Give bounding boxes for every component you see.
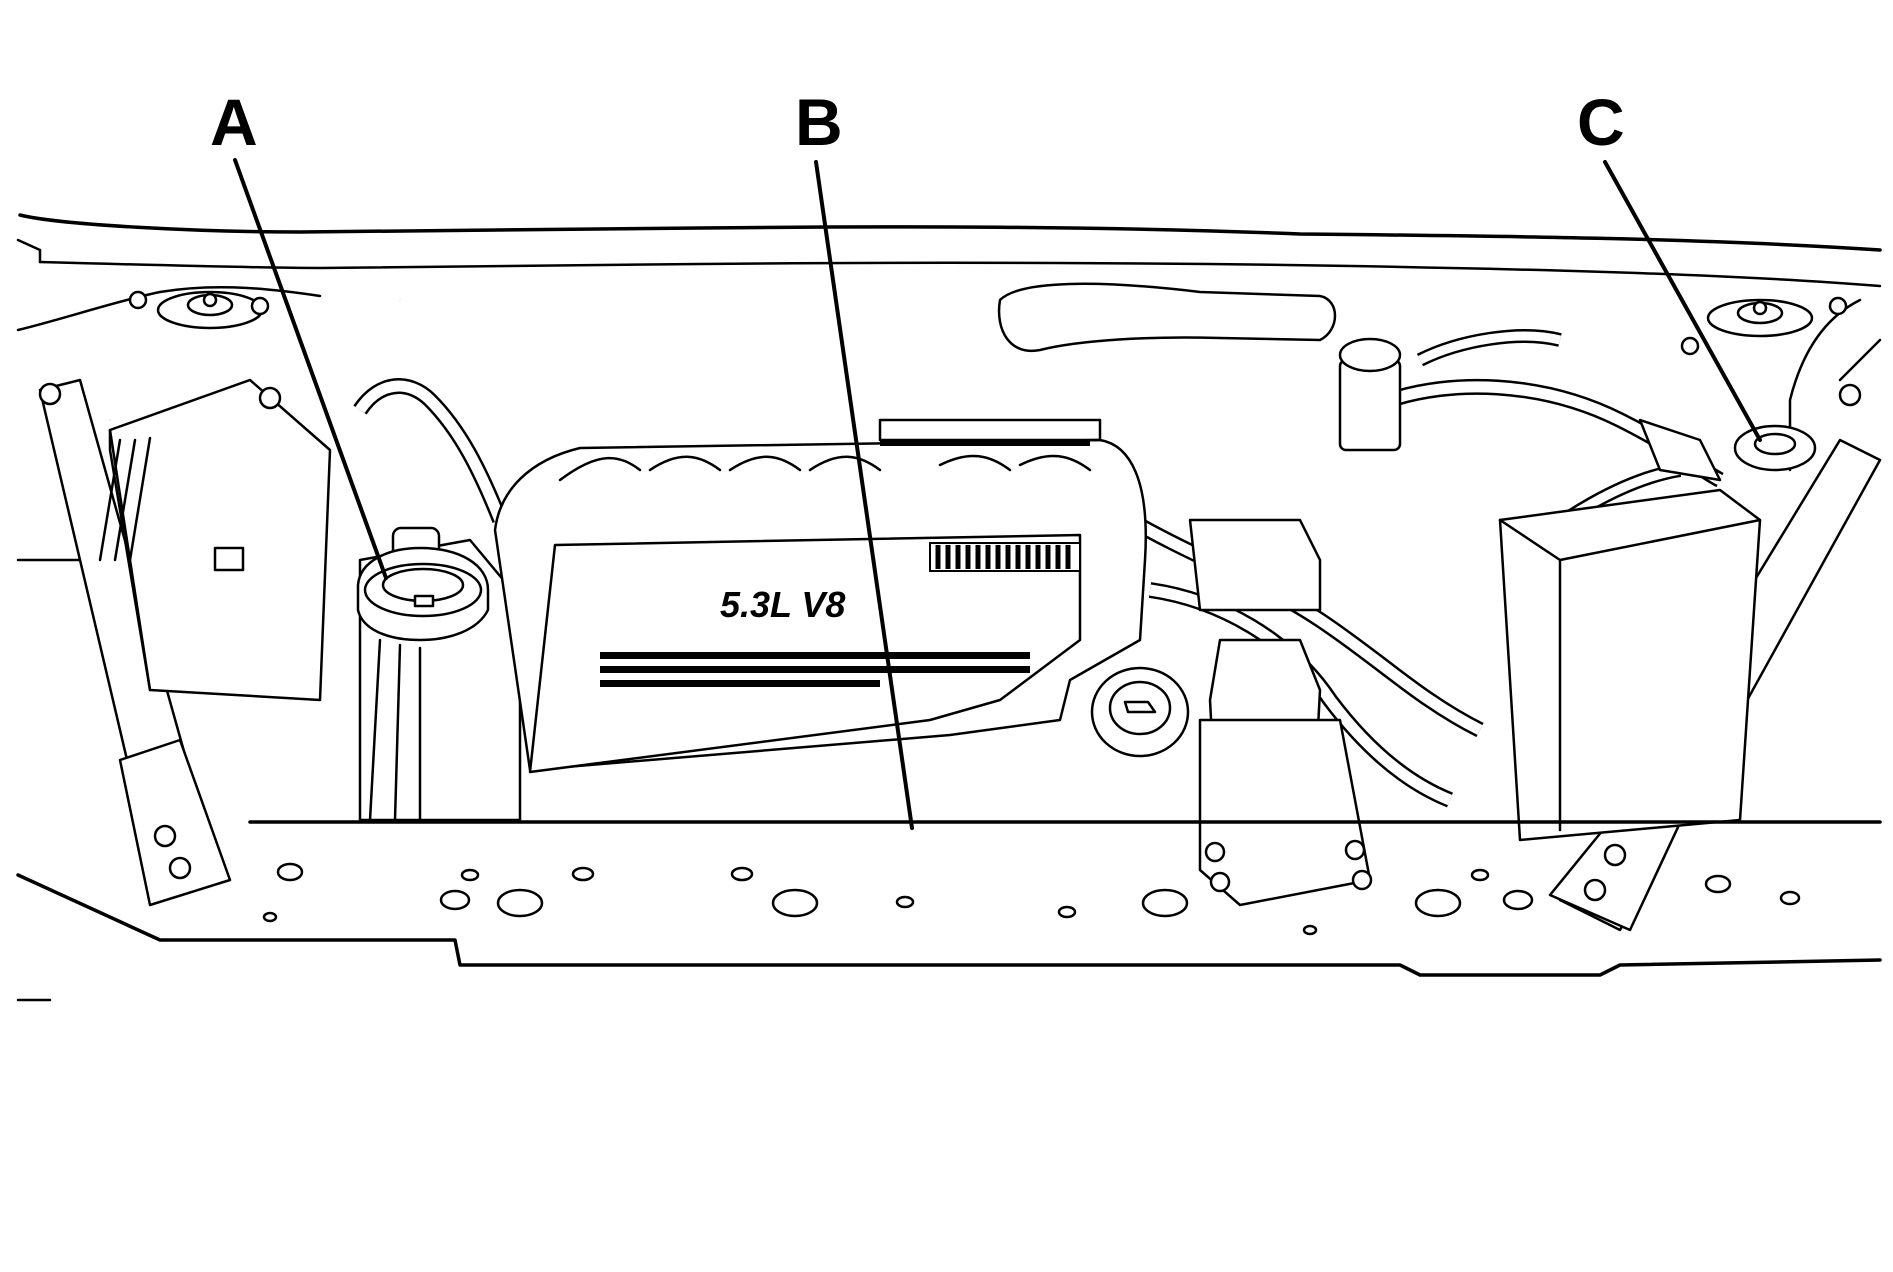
left-strut-tower: [128, 290, 270, 330]
callout-c: C: [1577, 85, 1762, 442]
engine-cover-stripe-3: [600, 680, 880, 687]
callout-c-label: C: [1577, 85, 1625, 159]
right-module-box: [1498, 488, 1762, 842]
radiator-support: [16, 820, 1882, 1002]
brake-reservoir: [1338, 337, 1402, 452]
engine-cover-stripe-2: [600, 666, 1030, 673]
right-strut-tower: [1680, 296, 1848, 356]
engine-cover-label: 5.3L V8: [720, 584, 845, 625]
engine-cover-vent: [929, 542, 1081, 572]
callout-b: B: [795, 85, 914, 830]
oil-fill-cap: [1090, 666, 1190, 758]
coolant-reservoir: [356, 526, 522, 822]
engine-cover: 5.3L V8: [493, 418, 1147, 774]
underhood-fuse-block: [98, 378, 332, 702]
callout-b-label: B: [795, 85, 843, 159]
left-brace: [38, 378, 232, 907]
washer-fluid-cap: [1638, 418, 1817, 482]
callout-a: A: [210, 85, 388, 580]
engine-cover-stripe-1: [600, 652, 1030, 659]
air-intake: [997, 282, 1373, 907]
callout-a-label: A: [210, 85, 258, 159]
